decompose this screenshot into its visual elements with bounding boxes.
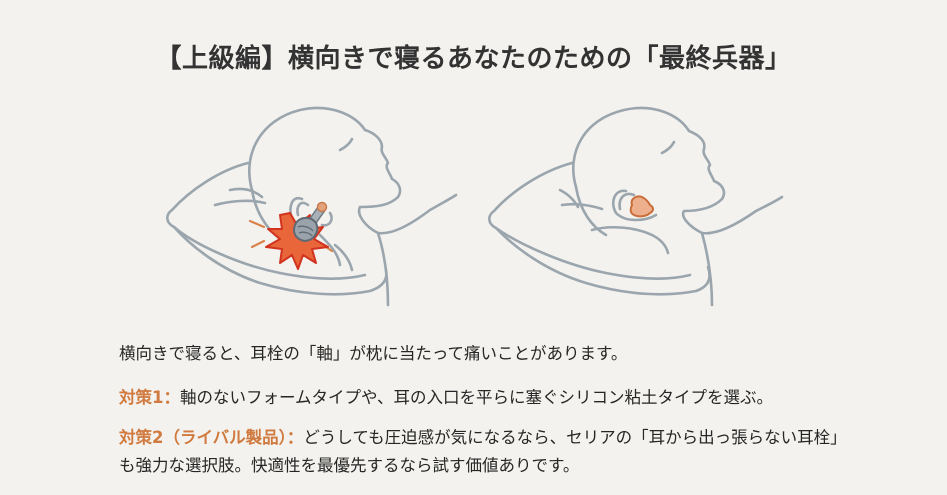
stem-earplug-icon <box>293 201 328 243</box>
sleeping-head-icon <box>571 106 784 235</box>
countermeasure-2-text: どうしても圧迫感が気になるなら、セリアの「耳から出っ張らない耳栓」も強力な選択肢… <box>119 428 839 475</box>
countermeasure-2-label: 対策2（ライバル製品）： <box>119 428 304 447</box>
stem-earplug-pain-illustration <box>166 106 458 307</box>
pillow-icon <box>166 161 388 296</box>
countermeasure-1-text: 軸のないフォームタイプや、耳の入口を平らに塞ぐシリコン粘土タイプを選ぶ。 <box>179 388 773 407</box>
flat-earplug-icon <box>629 195 654 218</box>
intro-text: 横向きで寝ると、耳栓の「軸」が枕に当たって痛いことがあります。 <box>119 344 628 363</box>
countermeasure-2: 対策2（ライバル製品）：どうしても圧迫感が気になるなら、セリアの「耳から出っ張ら… <box>119 424 839 480</box>
countermeasure-1: 対策1：軸のないフォームタイプや、耳の入口を平らに塞ぐシリコン粘土タイプを選ぶ。 <box>119 384 773 412</box>
countermeasure-1-label: 対策1： <box>119 388 180 407</box>
pillow-icon <box>488 161 711 296</box>
flat-earplug-comfort-illustration <box>488 106 784 307</box>
page-title: 【上級編】横向きで寝るあなたのための「最終兵器」 <box>155 44 792 74</box>
sleeping-head-icon <box>247 106 458 235</box>
